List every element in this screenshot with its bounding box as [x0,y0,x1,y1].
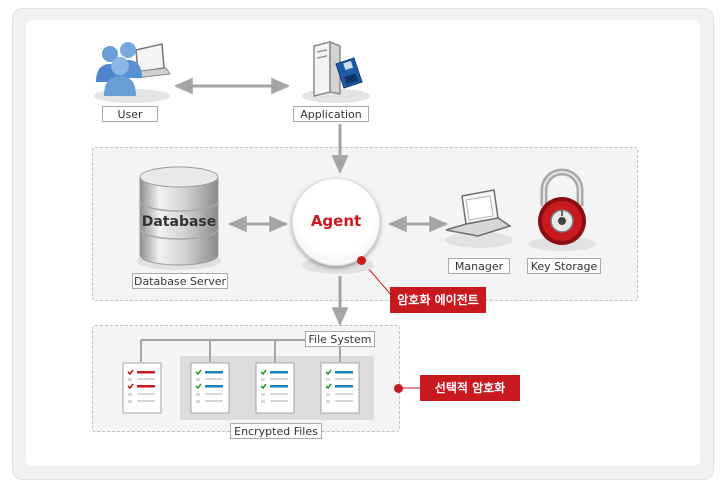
user-label: User [102,106,158,122]
files-callout: 선택적 암호화 [420,375,520,401]
document-checklist-icon [320,362,360,418]
users-with-laptop-icon [92,38,176,108]
agent-callout: 암호화 에이전트 [390,287,486,313]
database-server-label: Database Server [132,273,228,289]
agent-node: Agent [292,178,380,266]
application-label: Application [293,106,369,122]
laptop-icon [442,186,516,256]
file-system-label: File System [305,331,375,347]
document-checklist-icon [122,362,162,418]
agent-label: Agent [310,212,362,230]
database-icon-label: Database [141,214,217,230]
key-storage-label: Key Storage [527,258,601,274]
database-cylinder-icon [132,163,226,277]
agent-callout-dot [357,256,366,265]
files-callout-dot [394,384,403,393]
encrypted-files-label: Encrypted Files [230,423,322,439]
document-checklist-icon [190,362,230,418]
padlock-safe-icon [524,166,600,256]
manager-label: Manager [448,258,510,274]
document-checklist-icon [255,362,295,418]
file-system-tree [140,332,341,362]
application-server-icon [300,38,372,108]
